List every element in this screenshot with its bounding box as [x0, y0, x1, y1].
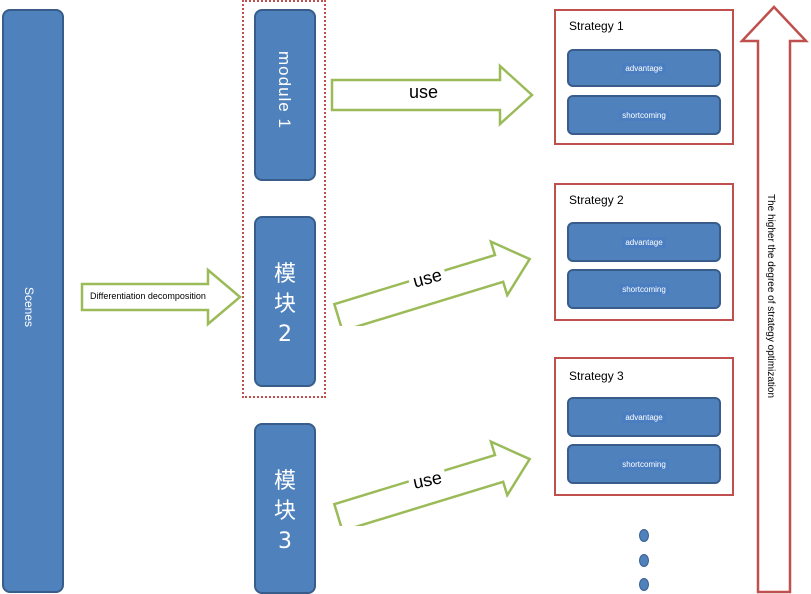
ellipsis-dot — [639, 554, 649, 567]
use-label-1: use — [405, 82, 443, 103]
ellipsis-dot — [639, 578, 649, 591]
module-group-frame — [242, 0, 326, 398]
strategy-card-1: Strategy 1 advantage shortcoming — [554, 9, 734, 145]
shortcoming-box: shortcoming — [567, 95, 721, 135]
advantage-label: advantage — [622, 411, 666, 423]
shortcoming-box: shortcoming — [567, 269, 721, 309]
scenes-label: Scenes — [22, 287, 36, 328]
module-3: 模 块 3 — [254, 423, 316, 594]
strategy-card-2: Strategy 2 advantage shortcoming — [554, 183, 734, 321]
scenes-block: Scenes — [2, 9, 64, 593]
advantage-box: advantage — [567, 222, 721, 262]
module-2-label: 模 块 2 — [273, 262, 296, 347]
optimization-label: The higher the degree of strategy optimi… — [765, 194, 776, 399]
module-1-label: module 1 — [275, 51, 294, 129]
shortcoming-label: shortcoming — [619, 283, 669, 295]
strategy-title: Strategy 1 — [569, 19, 624, 33]
advantage-label: advantage — [622, 236, 666, 248]
optimization-arrow — [739, 5, 809, 594]
advantage-box: advantage — [567, 397, 721, 437]
decomposition-arrow — [80, 267, 242, 327]
strategy-card-3: Strategy 3 advantage shortcoming — [554, 357, 734, 496]
strategy-title: Strategy 3 — [569, 369, 624, 383]
shortcoming-label: shortcoming — [619, 458, 669, 470]
module-1: module 1 — [254, 9, 316, 181]
shortcoming-label: shortcoming — [619, 109, 669, 121]
advantage-label: advantage — [622, 62, 666, 74]
decomposition-label: Differentiation decomposition — [90, 291, 206, 301]
shortcoming-box: shortcoming — [567, 444, 721, 484]
module-2: 模 块 2 — [254, 216, 316, 387]
strategy-title: Strategy 2 — [569, 193, 624, 207]
advantage-box: advantage — [567, 49, 721, 87]
module-3-label: 模 块 3 — [273, 469, 296, 554]
ellipsis-dot — [639, 529, 649, 542]
